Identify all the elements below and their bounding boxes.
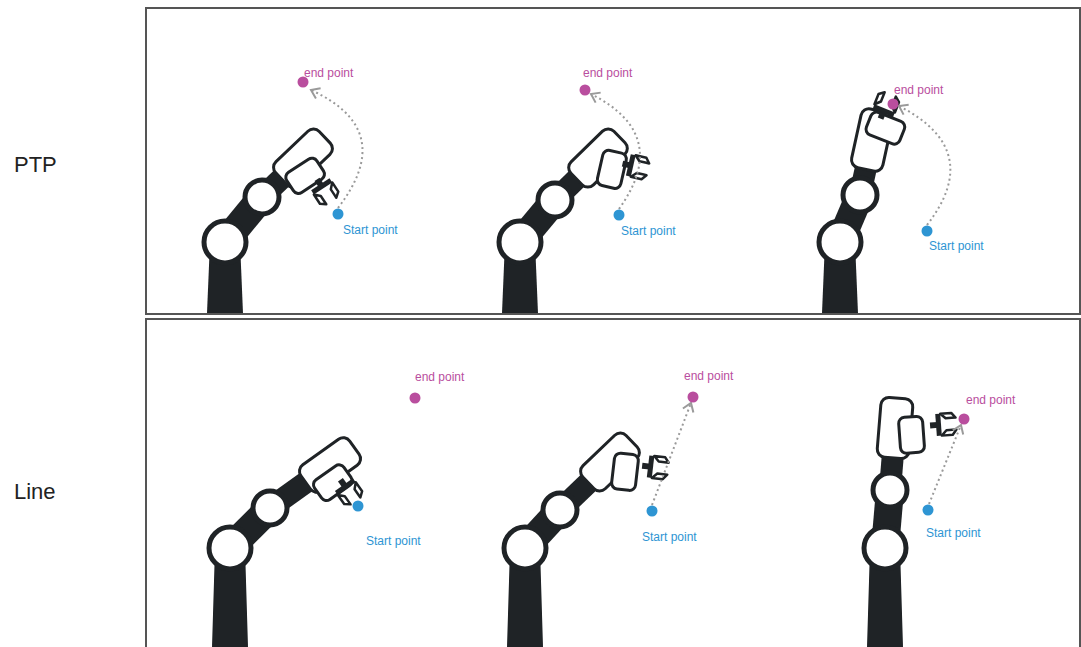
arm-joint xyxy=(204,221,246,263)
end-point-dot xyxy=(959,414,970,425)
arm-joint xyxy=(499,221,541,263)
start-point-dot xyxy=(922,226,933,237)
point-label: Start point xyxy=(343,223,398,237)
end-point-dot xyxy=(410,393,421,404)
arm-joint xyxy=(873,473,907,507)
arm-joint xyxy=(253,491,287,525)
arm-joint xyxy=(504,527,546,569)
point-label: end point xyxy=(894,83,943,97)
path-arrowhead xyxy=(311,88,321,98)
robot-arm xyxy=(209,435,364,647)
row-heading: Line xyxy=(14,479,56,505)
motion-path xyxy=(311,90,362,208)
arm-housing xyxy=(565,126,630,191)
motion-path xyxy=(899,106,950,225)
end-point-dot xyxy=(888,99,899,110)
point-label: end point xyxy=(966,393,1015,407)
point-label: Start point xyxy=(926,526,981,540)
start-point-dot xyxy=(333,209,344,220)
end-point-dot xyxy=(688,392,699,403)
point-label: Start point xyxy=(366,534,421,548)
start-point-dot xyxy=(614,210,625,221)
row-heading: PTP xyxy=(14,152,57,178)
gripper xyxy=(929,413,957,437)
point-label: Start point xyxy=(642,530,697,544)
point-label: Start point xyxy=(621,224,676,238)
point-label: end point xyxy=(583,66,632,80)
start-point-dot xyxy=(647,506,658,517)
arm-joint xyxy=(245,180,279,214)
path-arrowhead xyxy=(953,425,963,435)
panel-frame: PTP xyxy=(145,7,1081,315)
arm-joint xyxy=(864,527,906,569)
path-arrowhead xyxy=(899,105,909,115)
motion-path xyxy=(652,403,691,505)
robot-arm xyxy=(819,90,907,313)
wrist-motor xyxy=(611,453,639,492)
point-label: end point xyxy=(304,66,353,80)
robot-arm xyxy=(864,397,957,647)
point-label: end point xyxy=(684,369,733,383)
wrist-motor xyxy=(596,149,627,189)
motion-path xyxy=(929,425,961,504)
start-point-dot xyxy=(923,505,934,516)
gripper xyxy=(308,173,341,207)
arm-housing xyxy=(577,430,642,495)
arm-joint xyxy=(543,493,577,527)
wrist-motor xyxy=(898,416,925,454)
robot-arm xyxy=(204,126,340,313)
arm-joint xyxy=(819,221,861,263)
path-arrowhead xyxy=(591,93,601,103)
motion-path xyxy=(591,94,640,209)
wrist-motor xyxy=(864,110,906,146)
point-label: end point xyxy=(415,370,464,384)
gripper xyxy=(620,153,650,180)
start-point-dot xyxy=(353,501,364,512)
arm-joint xyxy=(538,183,572,217)
panel-frame: Line xyxy=(145,318,1081,647)
gripper xyxy=(641,455,669,480)
path-arrowhead xyxy=(683,403,693,412)
arm-joint xyxy=(843,178,877,212)
arm-joint xyxy=(209,527,251,569)
point-label: Start point xyxy=(929,239,984,253)
robot-arm xyxy=(499,126,650,313)
end-point-dot xyxy=(580,85,591,96)
